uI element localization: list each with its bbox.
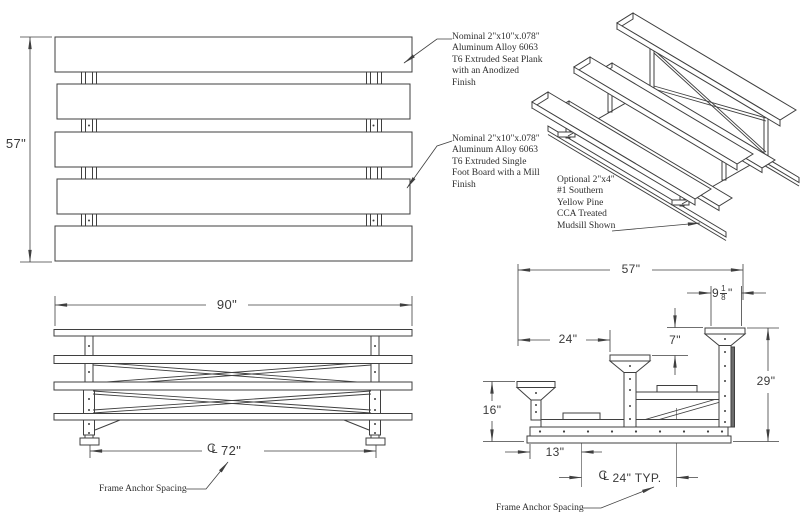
side-pedestal-3 — [703, 327, 747, 428]
side-dim-first-seat-height-label: 16" — [482, 403, 502, 417]
side-frame-anchor-spacing-label: Frame Anchor Spacing — [496, 503, 584, 513]
side-dim-row-spacing-label: 24" — [558, 332, 578, 346]
plan-foot-board-1 — [56, 83, 411, 120]
leader-foot-board-note — [406, 140, 453, 189]
front-frame-anchor-spacing-label: Frame Anchor Spacing — [99, 484, 187, 494]
front-dim-length-label: 90" — [216, 297, 238, 312]
front-dim-90 — [54, 296, 413, 326]
leader-mudsill-note — [611, 222, 701, 232]
front-post-rivets — [88, 345, 376, 434]
front-planks — [53, 329, 413, 421]
front-left-foot — [79, 437, 100, 446]
plan-seat-plank-1 — [54, 36, 413, 73]
side-dim-13 — [505, 444, 602, 459]
plan-seat-plank-2 — [54, 131, 413, 168]
plan-dim-57 — [20, 36, 52, 263]
side-foot-board-1 — [562, 412, 601, 420]
front-right-foot — [365, 437, 386, 446]
iso-seat-plank-1 — [531, 91, 712, 206]
front-anchor-leader — [186, 461, 229, 490]
side-dim-overall-height-label: 29" — [756, 374, 776, 388]
side-dim-24 — [517, 330, 611, 352]
front-dim-72 — [89, 445, 377, 458]
front-view — [53, 296, 413, 490]
iso-seat-plank-2 — [573, 56, 754, 171]
side-mudsill — [526, 435, 732, 444]
side-view — [483, 264, 779, 509]
side-dim-depth-label: 57" — [621, 262, 641, 276]
side-dim-16 — [483, 380, 524, 443]
plan-seat-plank-3 — [54, 225, 413, 262]
side-anchor-leader — [582, 486, 655, 509]
side-dim-57 — [517, 264, 744, 346]
side-dim-rise-label: 7" — [669, 333, 681, 347]
foot-board-note: Nominal 2"x10"x.078" Aluminum Alloy 6063… — [452, 134, 540, 190]
side-mid-rail — [629, 391, 727, 400]
isometric-view — [531, 12, 800, 241]
side-base-channel — [529, 426, 729, 437]
plan-view — [20, 36, 453, 263]
side-pedestal-2 — [608, 354, 652, 428]
iso-cross-braces — [653, 49, 767, 156]
seat-plank-note: Nominal 2"x10"x.078" Aluminum Alloy 6063… — [452, 32, 543, 88]
leader-seat-plank-note — [403, 38, 452, 64]
plan-foot-board-2 — [56, 178, 411, 215]
iso-seat-plank-3 — [616, 12, 797, 127]
side-foot-board-2 — [656, 385, 698, 393]
front-cross-braces-lower — [92, 390, 372, 414]
side-dim-anchor-offset-label: 13" — [545, 445, 565, 459]
side-dim-29 — [733, 327, 779, 443]
side-base-rivets — [538, 430, 724, 433]
side-dim-7 — [652, 308, 703, 375]
side-pedestal-1 — [515, 381, 557, 421]
side-dim-9-1-8 — [687, 286, 766, 326]
mudsill-note: Optional 2"x4" #1 Southern Yellow Pine C… — [557, 175, 616, 231]
plan-dim-depth-label: 57" — [5, 136, 27, 151]
